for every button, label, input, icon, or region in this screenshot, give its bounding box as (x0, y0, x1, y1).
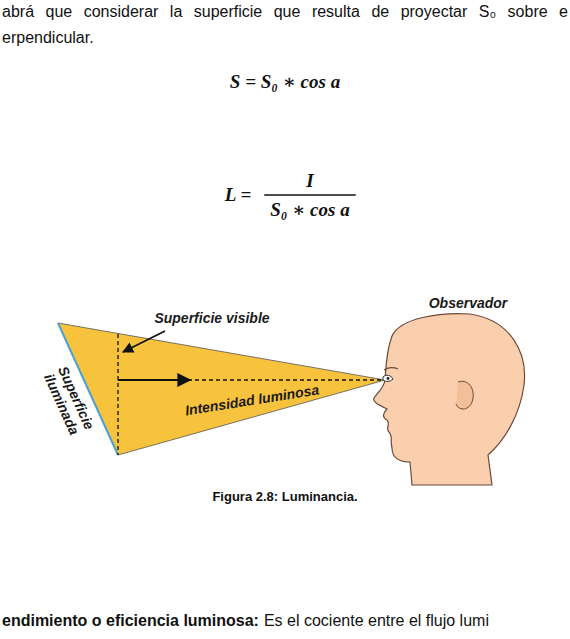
intensity-arrow (118, 379, 190, 381)
eyebrow (384, 368, 398, 370)
body-text: Es el cociente entre el flujo lumi (264, 612, 489, 630)
body-text: abrá que considerar la superficie que re… (2, 3, 568, 21)
visible-surface-line (117, 334, 118, 455)
ear (456, 381, 473, 409)
fraction-numerator: I (306, 170, 313, 192)
figure-label: Intensidad luminosa (184, 381, 320, 418)
term-heading: endimiento o eficiencia luminosa: (2, 612, 259, 630)
light-cone (58, 323, 385, 455)
observer-head (374, 314, 525, 485)
formula: S = S₀ ∗ cos a (230, 71, 340, 93)
fraction-denominator: S₀ ∗ cos a (270, 199, 349, 221)
pointer-arrow (123, 331, 165, 352)
figure-label: Superficie visible (154, 310, 269, 326)
sight-line (118, 379, 383, 380)
figure-label: Observador (429, 295, 508, 311)
figure-caption: Figura 2.8: Luminancia. (212, 490, 357, 505)
eye (383, 375, 393, 381)
fraction-bar (264, 194, 355, 195)
formula-lhs: L = (225, 184, 251, 206)
figure-label: Superficie iluminada (36, 354, 102, 447)
pupil (387, 377, 390, 380)
body-text: erpendicular. (2, 29, 94, 47)
